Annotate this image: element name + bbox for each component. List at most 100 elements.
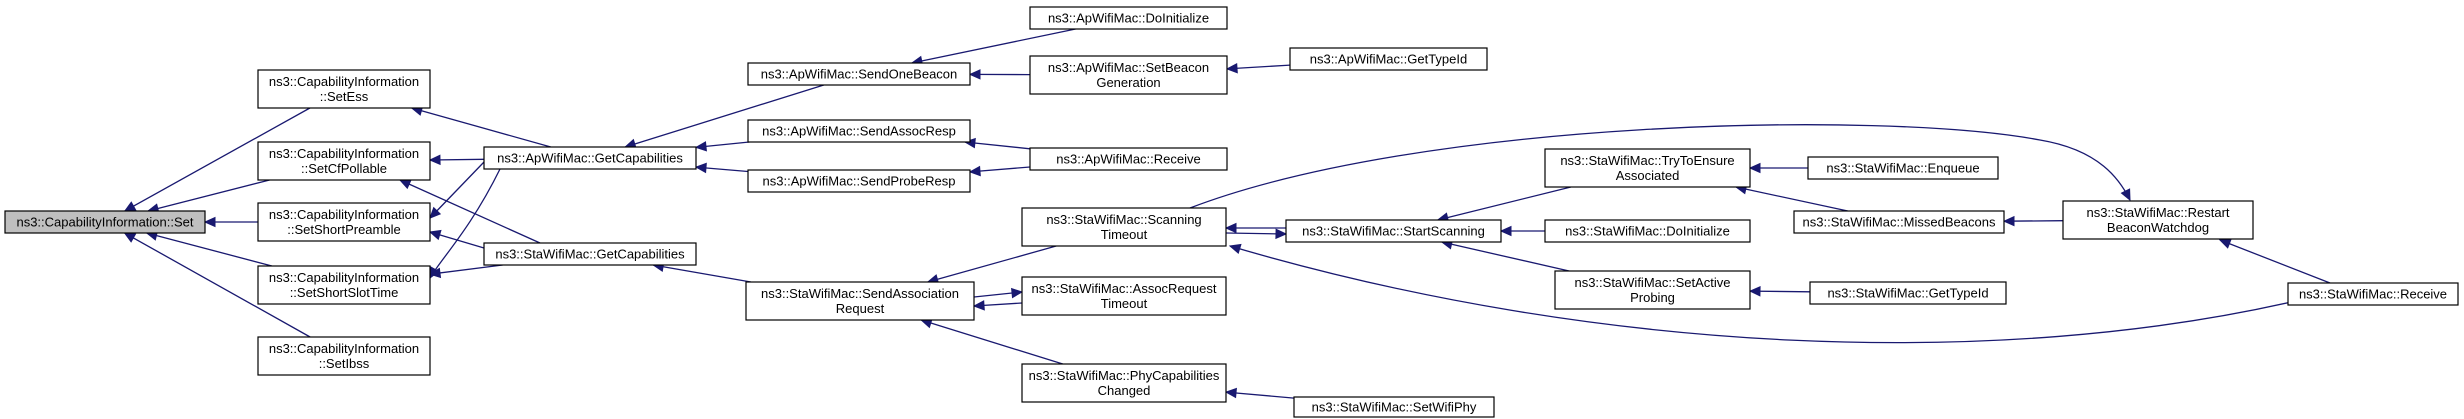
arrowhead <box>968 165 981 177</box>
edge-line <box>411 107 551 148</box>
node-box <box>1285 219 1502 243</box>
arrowhead <box>203 216 216 228</box>
node-layer: ns3::CapabilityInformation::Setns3::Capa… <box>4 6 2459 418</box>
edge-stagetcap-to-setshortpre <box>428 229 485 249</box>
node-label: ns3::StaWifiMac::AssocRequest <box>1032 281 1217 296</box>
node-box <box>747 169 971 193</box>
node-label: ns3::StaWifiMac::SendAssociation <box>761 286 959 301</box>
node-box <box>1807 156 1999 180</box>
edge-apgettypeid-to-setbeacongen <box>1225 62 1291 74</box>
node-setibss[interactable]: ns3::CapabilityInformation::SetIbss <box>257 336 431 376</box>
node-box <box>1029 147 1228 171</box>
node-label: ns3::CapabilityInformation <box>269 207 419 222</box>
edge-enqueue-to-tryensure <box>1748 162 1808 174</box>
node-sendproberesp[interactable]: ns3::ApWifiMac::SendProbeResp <box>747 169 971 193</box>
node-box <box>747 62 971 86</box>
node-set[interactable]: ns3::CapabilityInformation::Set <box>4 210 206 234</box>
edge-line <box>147 179 270 212</box>
node-label: ns3::StaWifiMac::DoInitialize <box>1565 224 1730 239</box>
edge-line <box>1437 186 1572 221</box>
edge-line <box>927 245 1057 283</box>
node-setwifiphy[interactable]: ns3::StaWifiMac::SetWifiPhy <box>1293 396 1495 418</box>
node-setshortslot[interactable]: ns3::CapabilityInformation::SetShortSlot… <box>257 265 431 305</box>
node-setcfpollable[interactable]: ns3::CapabilityInformation::SetCfPollabl… <box>257 141 431 181</box>
node-apgettypeid[interactable]: ns3::ApWifiMac::GetTypeId <box>1289 47 1488 71</box>
arrowhead <box>2218 238 2232 249</box>
node-label: ns3::StaWifiMac::Scanning <box>1046 212 1201 227</box>
node-box <box>257 336 431 376</box>
node-label: ns3::StaWifiMac::Receive <box>2299 287 2447 302</box>
node-label: ns3::ApWifiMac::SetBeacon <box>1048 60 1209 75</box>
node-setshortpre[interactable]: ns3::CapabilityInformation::SetShortPrea… <box>257 202 431 242</box>
edge-apgetcap-to-setshortpre <box>429 161 485 219</box>
edge-line <box>1229 245 2301 344</box>
node-startscanning[interactable]: ns3::StaWifiMac::StartScanning <box>1285 219 1502 243</box>
node-stagetcap[interactable]: ns3::StaWifiMac::GetCapabilities <box>483 242 697 266</box>
node-box <box>1809 281 2007 305</box>
edge-stagettypeid-to-setactiveprobe <box>1748 286 1811 297</box>
node-missedbeacons[interactable]: ns3::StaWifiMac::MissedBeacons <box>1793 210 2005 234</box>
node-enqueue[interactable]: ns3::StaWifiMac::Enqueue <box>1807 156 1999 180</box>
node-label: ns3::StaWifiMac::PhyCapabilities <box>1029 368 1220 383</box>
node-setess[interactable]: ns3::CapabilityInformation::SetEss <box>257 69 431 109</box>
node-label: ns3::CapabilityInformation <box>269 341 419 356</box>
node-apgetcap[interactable]: ns3::ApWifiMac::GetCapabilities <box>483 146 697 170</box>
node-label: ns3::StaWifiMac::GetCapabilities <box>495 247 685 262</box>
node-label: ns3::StaWifiMac::StartScanning <box>1302 224 1485 239</box>
edge-line <box>1735 186 1848 212</box>
node-box <box>1554 270 1751 310</box>
node-label: ns3::CapabilityInformation <box>269 146 419 161</box>
node-box <box>2062 200 2254 240</box>
edge-line <box>429 161 485 219</box>
node-label: ns3::ApWifiMac::GetCapabilities <box>497 151 683 166</box>
edge-sendassocreq-to-assocreqtimeout <box>973 287 1024 299</box>
node-label: ns3::ApWifiMac::SendOneBeacon <box>761 67 958 82</box>
node-stadoinit[interactable]: ns3::StaWifiMac::DoInitialize <box>1544 219 1751 243</box>
node-sendassocresp[interactable]: ns3::ApWifiMac::SendAssocResp <box>747 119 971 143</box>
node-apdoinit[interactable]: ns3::ApWifiMac::DoInitialize <box>1029 6 1228 30</box>
arrowhead <box>1499 225 1512 237</box>
node-box <box>1021 363 1227 403</box>
node-label: ns3::StaWifiMac::TryToEnsure <box>1560 153 1734 168</box>
edge-line <box>911 28 1076 64</box>
node-label: Changed <box>1098 383 1151 398</box>
node-box <box>257 141 431 181</box>
node-label: ::SetEss <box>320 89 369 104</box>
node-apreceive[interactable]: ns3::ApWifiMac::Receive <box>1029 147 1228 171</box>
edge-line <box>1225 391 1295 399</box>
arrowhead <box>1011 287 1024 299</box>
arrowhead <box>972 300 985 311</box>
edge-scantimeout-to-startscanning <box>1225 228 1288 240</box>
node-sendonebeacon[interactable]: ns3::ApWifiMac::SendOneBeacon <box>747 62 971 86</box>
node-label: ns3::StaWifiMac::SetActive <box>1574 275 1730 290</box>
node-label: ns3::ApWifiMac::SendProbeResp <box>763 174 956 189</box>
edge-line <box>429 264 503 275</box>
arrowhead <box>1225 62 1238 74</box>
node-box <box>257 202 431 242</box>
edge-line <box>964 141 1031 150</box>
node-box <box>483 242 697 266</box>
node-box <box>1544 219 1751 243</box>
node-label: ns3::CapabilityInformation::Set <box>16 215 193 230</box>
node-box <box>2287 282 2459 306</box>
arrowhead <box>694 141 707 152</box>
node-stareceive[interactable]: ns3::StaWifiMac::Receive <box>2287 282 2459 306</box>
node-label: ns3::ApWifiMac::GetTypeId <box>1310 52 1468 67</box>
edge-line <box>124 232 311 338</box>
node-box <box>4 210 206 234</box>
node-stagettypeid[interactable]: ns3::StaWifiMac::GetTypeId <box>1809 281 2007 305</box>
edge-stadoinit-to-startscanning <box>1499 225 1545 237</box>
arrowhead <box>429 206 442 219</box>
node-box <box>483 146 697 170</box>
arrowhead <box>398 179 412 190</box>
edge-apreceive-to-sendproberesp <box>968 165 1031 177</box>
edge-line <box>146 232 273 267</box>
